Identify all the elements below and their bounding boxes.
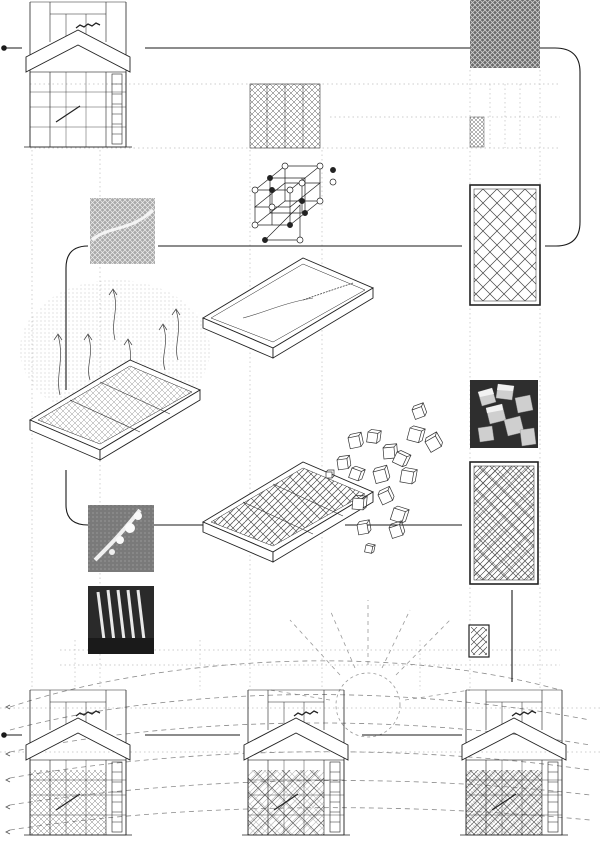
- salt-cube-cluster: [325, 402, 443, 554]
- house-elevation-bottom-3: [459, 689, 569, 836]
- panel-small-crystal: [468, 624, 490, 658]
- photo-fibre-strand: [91, 208, 155, 242]
- wind-arrow-icon: [5, 704, 11, 835]
- flow-start-icon: [1, 732, 7, 738]
- tray-mesh-evaporating: [29, 359, 201, 461]
- photo-wire-mesh: [470, 0, 540, 68]
- photo-salt-ropes: [88, 586, 154, 654]
- flow-start-icon: [1, 45, 7, 51]
- photo-salt-crystals: [470, 380, 538, 448]
- mesh-swatch: [469, 116, 485, 148]
- house-elevation-top: [23, 1, 133, 148]
- tray-empty: [202, 257, 374, 359]
- hatched-panel-square: [249, 83, 321, 149]
- photo-fibre-mesh: [90, 198, 155, 264]
- photo-crystal-growth: [88, 505, 154, 572]
- panel-crosshatch-tall: [469, 184, 541, 306]
- panel-crystallised: [469, 461, 539, 585]
- sun-graphic: [269, 600, 471, 738]
- house-elevation-bottom-1: [23, 689, 133, 836]
- house-elevation-bottom-2: [241, 689, 351, 836]
- crystal-lattice: [251, 162, 337, 244]
- tray-crystallised: [202, 461, 374, 563]
